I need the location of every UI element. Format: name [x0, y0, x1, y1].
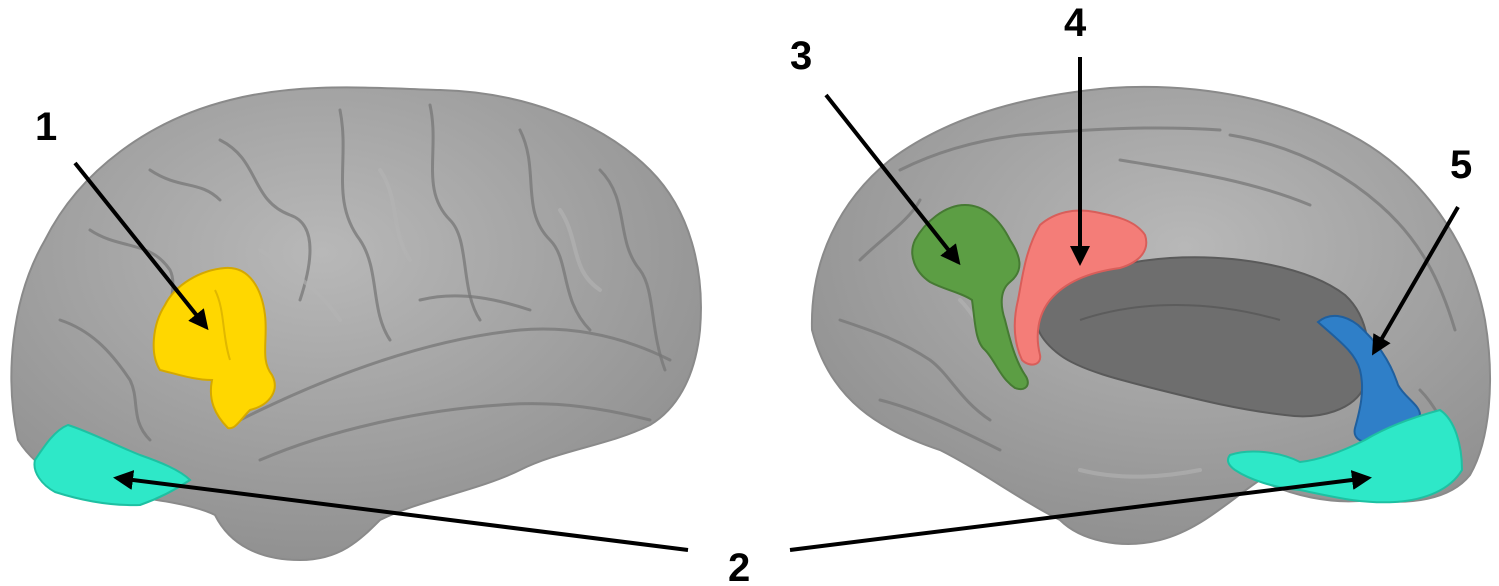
annotation-arrows [73, 57, 1460, 552]
arrow-2-right [789, 470, 1372, 552]
arrow-2-left [113, 470, 689, 552]
arrow-5 [1371, 205, 1460, 356]
label-2: 2 [728, 546, 750, 586]
region-1-yellow [152, 266, 276, 430]
number-labels: 1 2 3 4 5 [35, 1, 1472, 586]
label-3: 3 [790, 34, 812, 78]
region-2-cyan-lateral [33, 423, 192, 507]
label-4: 4 [1064, 1, 1087, 45]
label-1: 1 [35, 105, 57, 149]
region-2-cyan-medial [1226, 408, 1464, 504]
medial-brain [810, 85, 1491, 545]
lateral-brain-surface [10, 86, 702, 562]
arrow-1 [73, 161, 209, 331]
arrow-3 [824, 93, 961, 266]
label-5: 5 [1450, 143, 1472, 187]
ventricle-dark [1035, 256, 1370, 418]
region-4-salmon [1013, 209, 1148, 366]
lateral-brain [10, 86, 702, 562]
